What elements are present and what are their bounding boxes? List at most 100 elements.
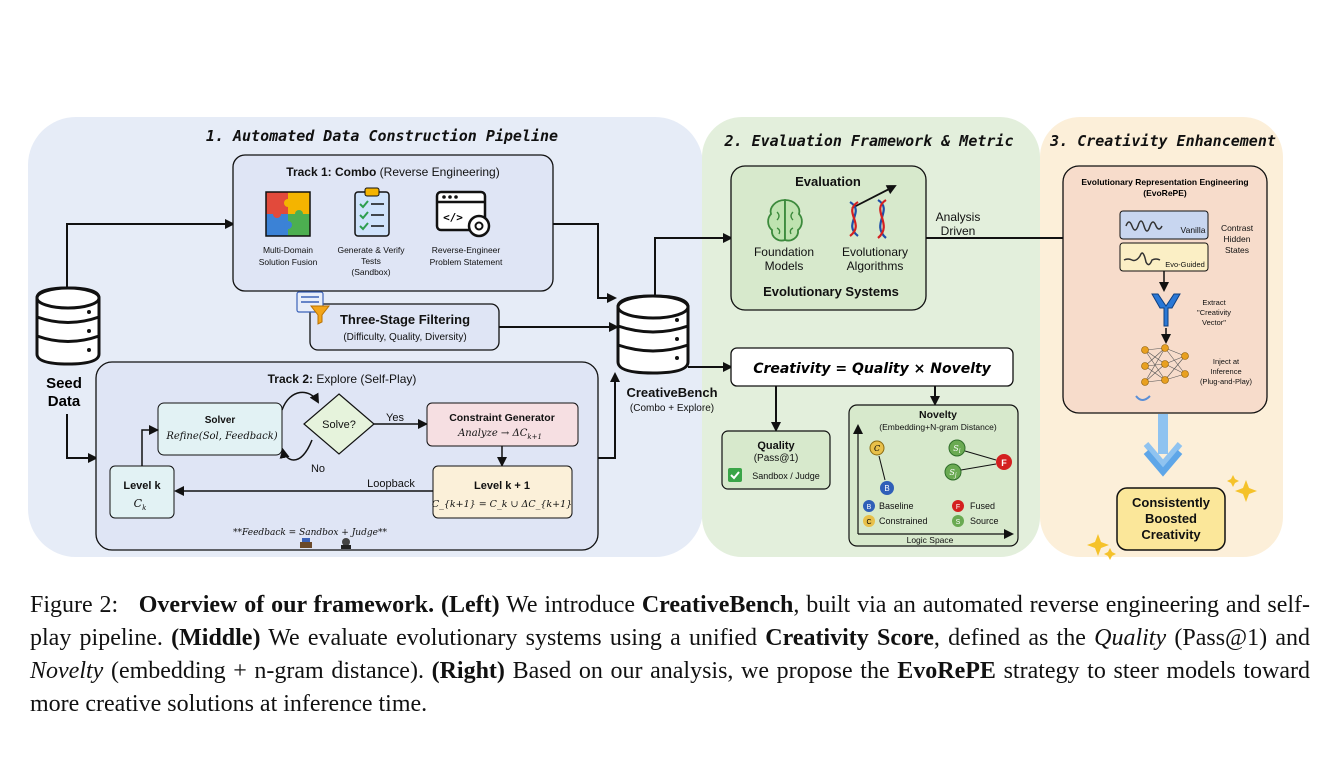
- creativebench-title: CreativeBench: [626, 385, 717, 400]
- filter-funnel-icon: [296, 291, 331, 325]
- section3-title: 3. Creativity Enhancement: [1049, 132, 1276, 150]
- svg-text:</>: </>: [443, 211, 463, 224]
- analysis-label: Analysis: [936, 210, 981, 224]
- brain-icon: [767, 199, 803, 242]
- source-point-j: [944, 463, 962, 481]
- track2-box: [95, 361, 599, 551]
- caption-novelty: Novelty: [30, 658, 104, 684]
- quality-check-label: Sandbox / Judge: [752, 471, 820, 481]
- figure-caption: Figure 2: Overview of our framework. (Le…: [30, 589, 1310, 721]
- inject-label-line1: Inject at: [1213, 357, 1240, 366]
- track1-item2-line1: Generate & Verify: [337, 245, 405, 255]
- caption-text1: We introduce: [506, 592, 635, 618]
- vanilla-wave-icon: [1125, 220, 1163, 232]
- evorepe-title-line2: (EvoRePE): [1143, 188, 1187, 198]
- legend-constrained-key: C: [866, 519, 871, 526]
- evolutionary-algorithms-line2: Algorithms: [847, 259, 904, 273]
- plug-icon: [1135, 395, 1151, 401]
- legend-source-dot: [952, 515, 964, 527]
- legend-constrained-label: Constrained: [879, 516, 928, 526]
- caption-bench: CreativeBench: [641, 592, 794, 618]
- legend-fused-label: Fused: [970, 501, 995, 511]
- extract-merge-icon: [1151, 293, 1181, 327]
- svg-text:Track 2: Explore (Self-Pla: Track 2: Explore (Self-Play): [268, 372, 417, 386]
- baseline-point-label: B: [884, 484, 889, 493]
- caption-quality: Quality: [1094, 625, 1167, 651]
- vanilla-label: Vanilla: [1181, 225, 1206, 235]
- inject-label-line3: (Plug-and-Play): [1200, 377, 1253, 386]
- caption-left-tag: (Left): [441, 592, 500, 618]
- legend-fused-key: F: [956, 504, 960, 511]
- seed-label-line1: Seed: [46, 375, 82, 392]
- boost-down-arrow-icon: [1143, 414, 1183, 477]
- vanilla-state-box: [1119, 210, 1209, 240]
- legend-fused-dot: [952, 500, 964, 512]
- quality-title: Quality: [757, 440, 795, 452]
- filtering-title: Three-Stage Filtering: [340, 312, 470, 327]
- result-box: [1116, 487, 1226, 551]
- level-k-sub: k: [142, 504, 146, 512]
- caption-label: Figure 2:: [30, 592, 119, 618]
- filtering-box: [309, 303, 500, 351]
- inject-label-line2: Inference: [1210, 367, 1241, 376]
- puzzle-icon: [265, 191, 311, 237]
- code-gear-icon: </>: [435, 190, 491, 238]
- track1-item1-line1: Multi-Domain: [263, 245, 313, 255]
- checkbox-icon: [728, 468, 742, 482]
- fuse-link-i: [964, 450, 997, 461]
- track2-title-bold: Track 2:: [268, 372, 313, 386]
- result-line1: Consistently: [1132, 495, 1211, 510]
- contrast-label-line3: States: [1225, 245, 1249, 255]
- result-line2: Boosted: [1145, 511, 1197, 526]
- source-point-i-label: Si: [953, 444, 960, 455]
- svg-text:Track 1: Combo (Reverse En: Track 1: Combo (Reverse Engineering): [286, 165, 499, 179]
- track1-item3-line1: Reverse-Engineer: [432, 245, 501, 255]
- novelty-box: [848, 404, 1019, 547]
- extract-label-line2: "Creativity: [1197, 308, 1231, 317]
- seed-label-line2: Data: [48, 393, 81, 410]
- filtering-subtitle: (Difficulty, Quality, Diversity): [343, 332, 466, 343]
- no-label: No: [311, 463, 325, 475]
- solver-box: [157, 402, 283, 456]
- level-k-title: Level k: [123, 480, 161, 492]
- caption-right-tag: (Right): [431, 658, 505, 684]
- solver-formula: Refine(Sol, Feedback): [165, 431, 277, 442]
- caption-text4: , defined as the: [933, 625, 1086, 651]
- constraint-generator-sub: k+1: [527, 433, 542, 441]
- seed-to-track1-arrow: [66, 219, 235, 288]
- foundation-models-line2: Models: [765, 259, 804, 273]
- caption-middle-tag: (Middle): [171, 625, 261, 651]
- legend-baseline-key: B: [867, 504, 872, 511]
- level-k1-box: [432, 465, 573, 519]
- level-k1-formula: C_{k+1} = C_k ∪ ΔC_{k+1}: [432, 499, 572, 510]
- foundation-models-line1: Foundation: [754, 245, 814, 259]
- quality-box: [721, 430, 831, 490]
- section1-title: 1. Automated Data Construction Pipeline: [206, 127, 558, 145]
- loopback-label: Loopback: [367, 478, 415, 490]
- legend-source-label: Source: [970, 516, 999, 526]
- checklist-icon: [354, 187, 390, 237]
- driven-label: Driven: [941, 224, 976, 238]
- legend-baseline-dot: [863, 500, 875, 512]
- caption-text7: Based on our analysis, we propose the: [512, 658, 890, 684]
- constraint-generator-title: Constraint Generator: [449, 412, 555, 424]
- source-point-j-label: Sj: [949, 468, 956, 479]
- evorepe-title-line1: Evolutionary Representation Engineering: [1081, 177, 1248, 187]
- fuse-link-j: [960, 463, 997, 471]
- caption-title: Overview of our framework.: [138, 592, 435, 618]
- track1-item1-line2: Solution Fusion: [259, 257, 318, 267]
- constrained-point-label: C: [874, 444, 880, 453]
- baseline-constrained-link: [878, 455, 886, 481]
- source-point-i: [948, 439, 966, 457]
- baseline-point: [880, 481, 894, 495]
- level-k1-title: Level k + 1: [474, 480, 530, 492]
- extract-label-line3: Vector": [1202, 318, 1226, 327]
- evolutionary-systems-label: Evolutionary Systems: [763, 284, 899, 299]
- constraint-generator-formula: Analyze → ΔC: [457, 428, 528, 439]
- legend-constrained-dot: [863, 515, 875, 527]
- level-k-formula: C: [134, 497, 143, 510]
- neural-network-icon: [1141, 344, 1189, 386]
- evolutionary-algorithms-line1: Evolutionary: [842, 245, 908, 259]
- extract-label-line1: Extract: [1202, 298, 1226, 307]
- fused-point-label: F: [1001, 458, 1007, 468]
